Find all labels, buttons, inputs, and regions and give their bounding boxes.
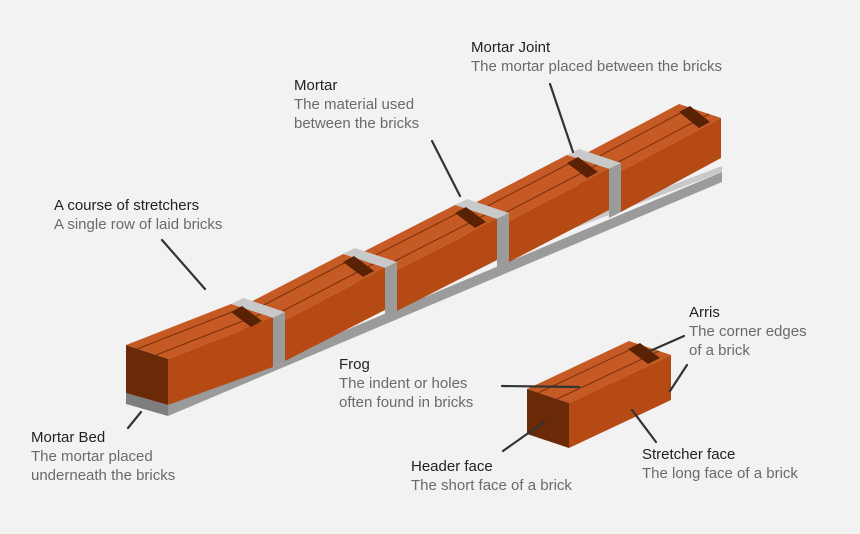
label-mortar-bed-desc-2: underneath the bricks bbox=[31, 467, 176, 484]
leader-mortar bbox=[430, 139, 462, 198]
frog-5 bbox=[679, 106, 710, 128]
label-arris: Arris The corner edges of a brick bbox=[689, 303, 807, 360]
label-mortar-desc-1: The material used bbox=[294, 96, 415, 113]
label-stretcher-face-desc: The long face of a brick bbox=[642, 465, 798, 482]
frog-2 bbox=[343, 256, 374, 277]
label-course-title: A course of stretchers bbox=[54, 197, 200, 214]
leader-course bbox=[160, 238, 207, 291]
brick-1 bbox=[126, 304, 273, 405]
single-brick-frog bbox=[628, 343, 660, 364]
frog-3 bbox=[455, 207, 486, 228]
label-frog-desc-2: often found in bricks bbox=[339, 394, 474, 411]
label-mortar-joint-desc: The mortar placed between the bricks bbox=[471, 58, 722, 75]
leader-arris-top bbox=[648, 334, 686, 353]
label-arris-desc-2: of a brick bbox=[689, 342, 750, 359]
label-mortar-bed-desc-1: The mortar placed bbox=[31, 448, 153, 465]
label-frog-title: Frog bbox=[339, 356, 370, 373]
label-mortar-title: Mortar bbox=[294, 77, 338, 94]
leader-header-face bbox=[501, 420, 546, 453]
leader-arris-side bbox=[668, 363, 689, 393]
label-header-face-desc: The short face of a brick bbox=[411, 477, 572, 494]
label-mortar-desc-2: between the bricks bbox=[294, 115, 420, 132]
label-header-face: Header face The short face of a brick bbox=[411, 457, 572, 495]
single-brick-header-face bbox=[527, 389, 569, 448]
label-stretcher-face-title: Stretcher face bbox=[642, 446, 736, 463]
label-course: A course of stretchers A single row of l… bbox=[54, 196, 222, 234]
label-mortar-joint-title: Mortar Joint bbox=[471, 39, 551, 56]
label-frog: Frog The indent or holes often found in … bbox=[339, 355, 473, 412]
leader-frog bbox=[500, 384, 581, 389]
label-mortar-joint: Mortar Joint The mortar placed between t… bbox=[471, 38, 722, 76]
mortar-bed-end bbox=[126, 393, 168, 416]
label-course-desc: A single row of laid bricks bbox=[54, 216, 223, 233]
leader-mortar-bed bbox=[126, 410, 143, 430]
mortar-joint-3 bbox=[455, 199, 509, 268]
mortar-bed-front bbox=[168, 172, 722, 416]
label-mortar-bed: Mortar Bed The mortar placed underneath … bbox=[31, 428, 175, 485]
brick-course bbox=[126, 104, 722, 416]
leader-stretcher-face bbox=[630, 408, 658, 444]
mortar-joint-2 bbox=[343, 248, 397, 317]
label-stretcher-face: Stretcher face The long face of a brick bbox=[642, 445, 798, 483]
label-header-face-title: Header face bbox=[411, 458, 493, 475]
label-arris-title: Arris bbox=[689, 304, 720, 321]
leader-mortar-joint bbox=[548, 82, 575, 154]
single-brick-stretcher-face bbox=[569, 355, 671, 448]
frog-4 bbox=[567, 157, 598, 178]
label-frog-desc-1: The indent or holes bbox=[339, 375, 468, 392]
mortar-joint-4 bbox=[567, 149, 621, 218]
mortar-joint-1 bbox=[231, 298, 285, 367]
frog-1 bbox=[231, 306, 262, 327]
label-mortar: Mortar The material used between the bri… bbox=[294, 76, 419, 133]
label-arris-desc-1: The corner edges bbox=[689, 323, 807, 340]
label-mortar-bed-title: Mortar Bed bbox=[31, 429, 106, 446]
